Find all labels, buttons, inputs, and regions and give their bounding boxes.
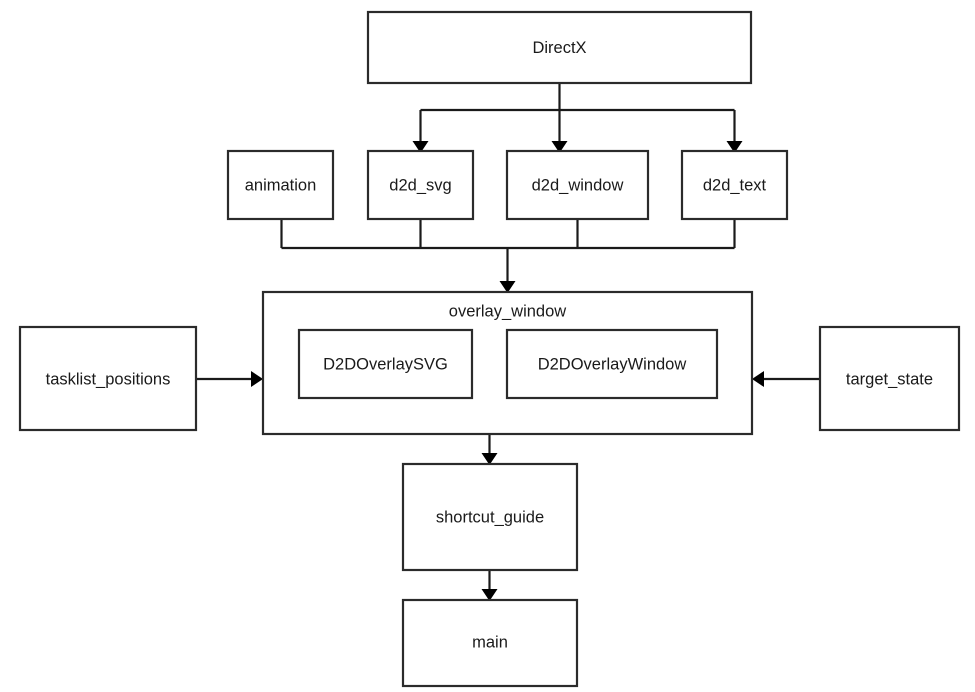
node-d2d-text-label: d2d_text [703, 176, 767, 194]
node-tasklist-positions-box[interactable] [18, 325, 198, 432]
arrow-head-main [481, 589, 498, 601]
arrow-head-overlay-window-left [251, 371, 263, 387]
node-tasklist-positions[interactable]: tasklist_positions [18, 325, 198, 432]
node-d2d-svg[interactable]: d2d_svg [366, 149, 475, 221]
node-shortcut-guide-label: shortcut_guide [436, 508, 544, 526]
edge-shortcut-guide-main [481, 570, 498, 601]
node-main[interactable]: main [401, 598, 579, 688]
node-directx-label: DirectX [532, 39, 586, 57]
edge-target-state-overlay-window [752, 371, 820, 387]
node-target-state[interactable]: target_state [818, 325, 961, 432]
arrow-head-overlay-window-right [752, 371, 764, 387]
node-d2d-svg-box[interactable] [366, 149, 475, 221]
node-target-state-box[interactable] [818, 325, 961, 432]
node-main-box[interactable] [401, 598, 579, 688]
node-d2d-window-label: d2d_window [532, 176, 624, 194]
arrow-head-overlay-window-top [499, 281, 516, 293]
node-d2d-overlay-svg-box[interactable] [297, 328, 474, 400]
arrow-head-shortcut-guide [481, 453, 498, 465]
node-d2d-overlay-svg-label: D2DOverlaySVG [323, 355, 448, 373]
node-main-label: main [472, 633, 508, 651]
node-d2d-overlay-window[interactable]: D2DOverlayWindow [505, 328, 719, 400]
node-shortcut-guide-box[interactable] [401, 462, 579, 572]
arrow-head-d2d-text [726, 141, 743, 153]
arrow-head-d2d-svg [412, 141, 429, 153]
node-d2d-svg-label: d2d_svg [389, 176, 451, 194]
node-target-state-label: target_state [846, 370, 933, 388]
edge-tasklist-positions-overlay-window [196, 371, 263, 387]
node-d2d-overlay-window-box[interactable] [505, 328, 719, 400]
node-d2d-window-box[interactable] [505, 149, 650, 221]
edge-row2-merge [280, 219, 736, 293]
node-tasklist-positions-label: tasklist_positions [46, 370, 171, 388]
edge-overlay-window-shortcut-guide [481, 434, 498, 465]
node-overlay-window-label: overlay_window [449, 302, 566, 320]
node-d2d-text-box[interactable] [680, 149, 789, 221]
node-animation-box[interactable] [226, 149, 335, 221]
node-animation-label: animation [245, 176, 317, 194]
node-d2d-window[interactable]: d2d_window [505, 149, 650, 221]
node-d2d-overlay-window-label: D2DOverlayWindow [538, 355, 687, 373]
node-directx[interactable]: DirectX [366, 10, 753, 85]
edge-directx-fanout [412, 83, 743, 153]
node-d2d-overlay-svg[interactable]: D2DOverlaySVG [297, 328, 474, 400]
arrow-head-d2d-window [551, 141, 568, 153]
node-animation[interactable]: animation [226, 149, 335, 221]
edge-layer [196, 83, 820, 601]
node-directx-box[interactable] [366, 10, 753, 85]
node-d2d-text[interactable]: d2d_text [680, 149, 789, 221]
node-shortcut-guide[interactable]: shortcut_guide [401, 462, 579, 572]
